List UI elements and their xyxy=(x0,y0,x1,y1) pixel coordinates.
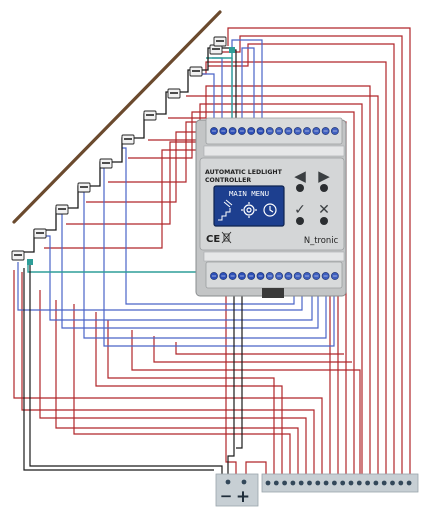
terminal-screw xyxy=(330,272,339,280)
bus-terminal xyxy=(265,480,271,486)
weee-bin-icon xyxy=(221,231,232,244)
nav-left-button[interactable] xyxy=(296,184,304,192)
psu-terminal-minus xyxy=(225,479,231,485)
bus-terminal xyxy=(365,480,370,486)
ok-button[interactable] xyxy=(296,217,304,225)
step-led-light xyxy=(55,204,69,215)
nav-right-button[interactable] xyxy=(320,184,328,192)
terminal-screw xyxy=(321,127,330,135)
controller-module: AUTOMATIC LEDLIGHT CONTROLLER MAIN MENU … xyxy=(195,117,347,298)
brand-label: N_tronic xyxy=(304,235,339,245)
bus-terminal xyxy=(282,480,287,486)
terminal-screw xyxy=(256,272,265,280)
bus-terminal xyxy=(348,480,354,486)
terminal-screw xyxy=(219,127,228,135)
stair-sensor-icon xyxy=(218,199,233,221)
terminal-screw xyxy=(303,272,311,280)
ce-icon: CE xyxy=(206,234,220,245)
bus-terminal-group xyxy=(265,480,412,486)
check-icon: ✓ xyxy=(294,202,306,218)
bus-terminal xyxy=(290,480,296,486)
psu-box xyxy=(215,473,259,507)
bus-terminal xyxy=(406,480,412,486)
step-led-light xyxy=(189,66,203,77)
red-wires-lower xyxy=(13,270,361,478)
step-led-light xyxy=(213,36,227,47)
step-led-light xyxy=(167,88,181,99)
terminal-screw xyxy=(312,272,321,280)
terminal-screw xyxy=(210,272,218,280)
cancel-button[interactable] xyxy=(320,217,328,225)
step-led-light xyxy=(77,182,91,193)
lcd-display xyxy=(213,185,285,227)
terminal-screw xyxy=(275,127,283,135)
step-led-light xyxy=(99,158,113,169)
terminal-screw xyxy=(330,127,339,135)
terminal-screw xyxy=(265,127,274,135)
stair-handrail xyxy=(12,10,222,224)
motion-sensor xyxy=(229,47,235,53)
bus-terminal xyxy=(390,480,395,486)
terminal-screw xyxy=(284,272,293,280)
controller-title-2: CONTROLLER xyxy=(205,177,251,184)
bus-terminal xyxy=(332,480,337,486)
terminal-screw xyxy=(321,272,330,280)
terminal-screw xyxy=(210,127,218,135)
controller-title-1: AUTOMATIC LEDLIGHT xyxy=(205,169,283,176)
step-led-light xyxy=(33,228,47,239)
terminal-bus xyxy=(261,473,419,493)
bus-terminal xyxy=(315,480,321,486)
step-led-group xyxy=(11,36,235,265)
terminal-screw xyxy=(284,127,293,135)
terminal-screw xyxy=(293,127,302,135)
top-terminal-block xyxy=(205,117,343,145)
terminal-screw xyxy=(228,127,237,135)
lcd-menu-title: MAIN MENU xyxy=(229,189,269,198)
terminal-screw xyxy=(247,272,256,280)
bus-terminal xyxy=(323,480,329,486)
terminal-screw xyxy=(237,127,246,135)
psu-minus-label: − xyxy=(220,487,233,505)
gear-icon xyxy=(241,202,257,218)
terminal-screw xyxy=(275,272,283,280)
terminal-screw xyxy=(312,127,321,135)
bus-terminal xyxy=(381,480,387,486)
step-led-light xyxy=(11,250,25,261)
terminal-screw xyxy=(247,127,256,135)
bus-terminal xyxy=(307,480,312,486)
terminal-screw xyxy=(265,272,274,280)
bus-terminal xyxy=(356,480,362,486)
clock-icon xyxy=(263,203,277,217)
din-clip xyxy=(262,288,284,298)
arrow-left-icon: ◀ xyxy=(294,167,306,185)
bus-terminal xyxy=(340,480,346,486)
bottom-screw-row xyxy=(210,272,339,280)
top-screw-row xyxy=(210,127,339,135)
stair-steps xyxy=(12,47,230,253)
terminal-screw xyxy=(219,272,228,280)
terminal-screw xyxy=(237,272,246,280)
terminal-screw xyxy=(293,272,302,280)
cross-icon: ✕ xyxy=(318,202,330,218)
power-supply: − + xyxy=(215,473,259,507)
bus-terminal xyxy=(273,480,279,486)
bus-terminal xyxy=(298,480,304,486)
psu-terminal-plus xyxy=(241,479,247,485)
terminal-screw xyxy=(256,127,265,135)
terminal-screw xyxy=(303,127,311,135)
step-led-light xyxy=(143,110,157,121)
motion-sensor xyxy=(27,259,33,265)
staircase xyxy=(12,10,230,253)
bus-terminal xyxy=(373,480,379,486)
terminal-screw xyxy=(228,272,237,280)
psu-plus-label: + xyxy=(236,487,250,507)
bus-terminal xyxy=(398,480,404,486)
step-led-light xyxy=(121,134,135,145)
arrow-right-icon: ▶ xyxy=(318,167,330,185)
